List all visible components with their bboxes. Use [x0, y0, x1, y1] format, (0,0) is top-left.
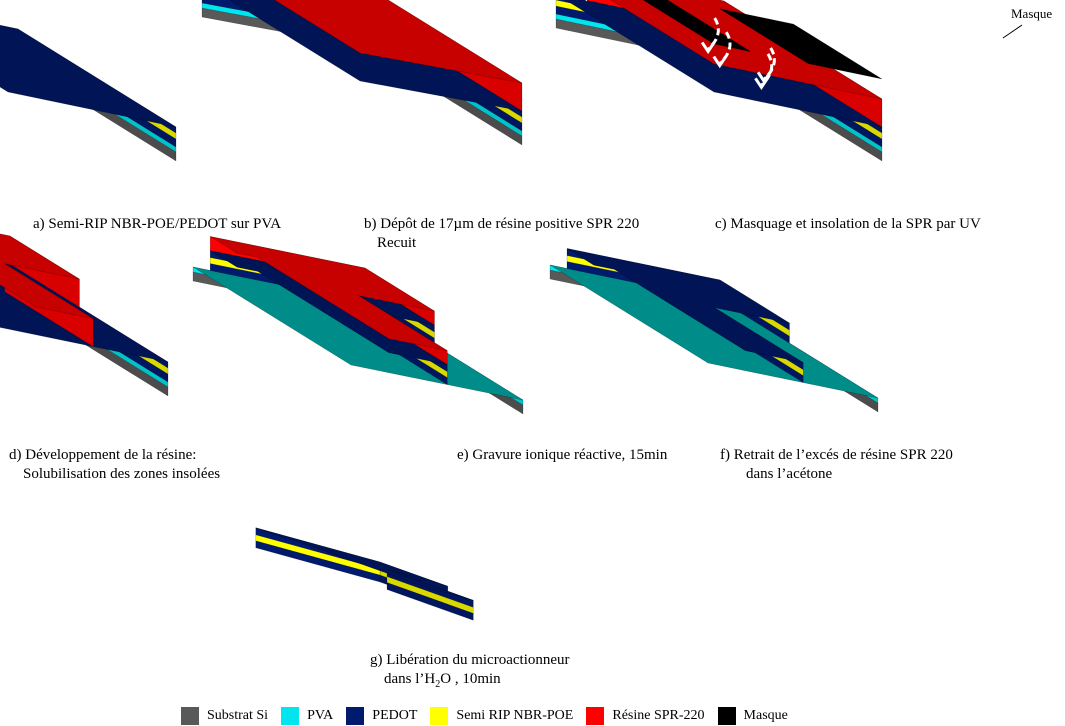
step-d-resist-top-surface	[0, 233, 94, 319]
legend-swatch-3	[430, 707, 449, 725]
caption-g: g) Libération du microactionneur dans l’…	[370, 651, 570, 694]
legend-item-1: PVA	[281, 707, 333, 725]
caption-d: d) Développement de la résine: Solubilis…	[9, 447, 221, 482]
legend: Substrat Si PVA PEDOT Semi RIP NBR-POE Résin…	[181, 706, 801, 726]
uv-arrowhead-3	[754, 77, 769, 90]
caption-c: c) Masquage et insolation de la SPR par …	[715, 216, 981, 232]
caption-g-line2: dans l’H2O , 10min	[384, 671, 501, 690]
uv-arrow-2	[763, 47, 776, 81]
uv-arrowhead-0	[700, 41, 716, 55]
legend-item-0: Substrat Si	[181, 707, 268, 725]
legend-swatch-4	[586, 707, 605, 725]
legend-item-2: PEDOT	[346, 707, 417, 725]
legend-item-4: Résine SPR-220	[586, 707, 705, 725]
step-a-top-surface	[0, 24, 177, 128]
legend-label-3: Semi RIP NBR-POE	[456, 708, 574, 723]
legend-label-2: PEDOT	[372, 708, 418, 723]
step-g-actuator-top-surface	[255, 527, 474, 601]
step-b-resist-top-surface	[274, 0, 523, 84]
uv-arrow-0	[707, 17, 720, 51]
step-g-actuator-layer-side	[255, 534, 381, 576]
legend-swatch-5	[717, 707, 736, 725]
uv-arrow-1	[718, 31, 732, 65]
legend-swatch-0	[181, 707, 199, 725]
uv-arrowhead-1	[712, 55, 728, 69]
legend-item-3: Semi RIP NBR-POE	[430, 707, 573, 725]
step-f-semi-top-surface	[566, 248, 804, 363]
legend-swatch-1	[281, 707, 300, 725]
caption-f: f) Retrait de l’excés de résine SPR 220 …	[720, 447, 953, 482]
legend-swatch-2	[346, 707, 365, 725]
legend-item-5: Masque	[717, 707, 788, 725]
step-e-resist-top-surface	[209, 236, 448, 351]
caption-e: e) Gravure ionique réactive, 15min	[457, 447, 668, 463]
uv-arrow-3	[760, 53, 774, 87]
legend-label-4: Résine SPR-220	[612, 708, 705, 723]
masque-callout-line	[1002, 24, 1023, 39]
legend-label-1: PVA	[307, 708, 334, 723]
legend-label-0: Substrat Si	[207, 708, 269, 723]
step-c-mask	[719, 8, 883, 80]
masque-callout-label: Masque	[1011, 6, 1053, 21]
caption-a: a) Semi-RIP NBR-POE/PEDOT sur PVA	[33, 216, 282, 232]
caption-b: b) Dépôt de 17µm de résine positive SPR …	[364, 216, 640, 251]
legend-label-5: Masque	[743, 708, 788, 723]
